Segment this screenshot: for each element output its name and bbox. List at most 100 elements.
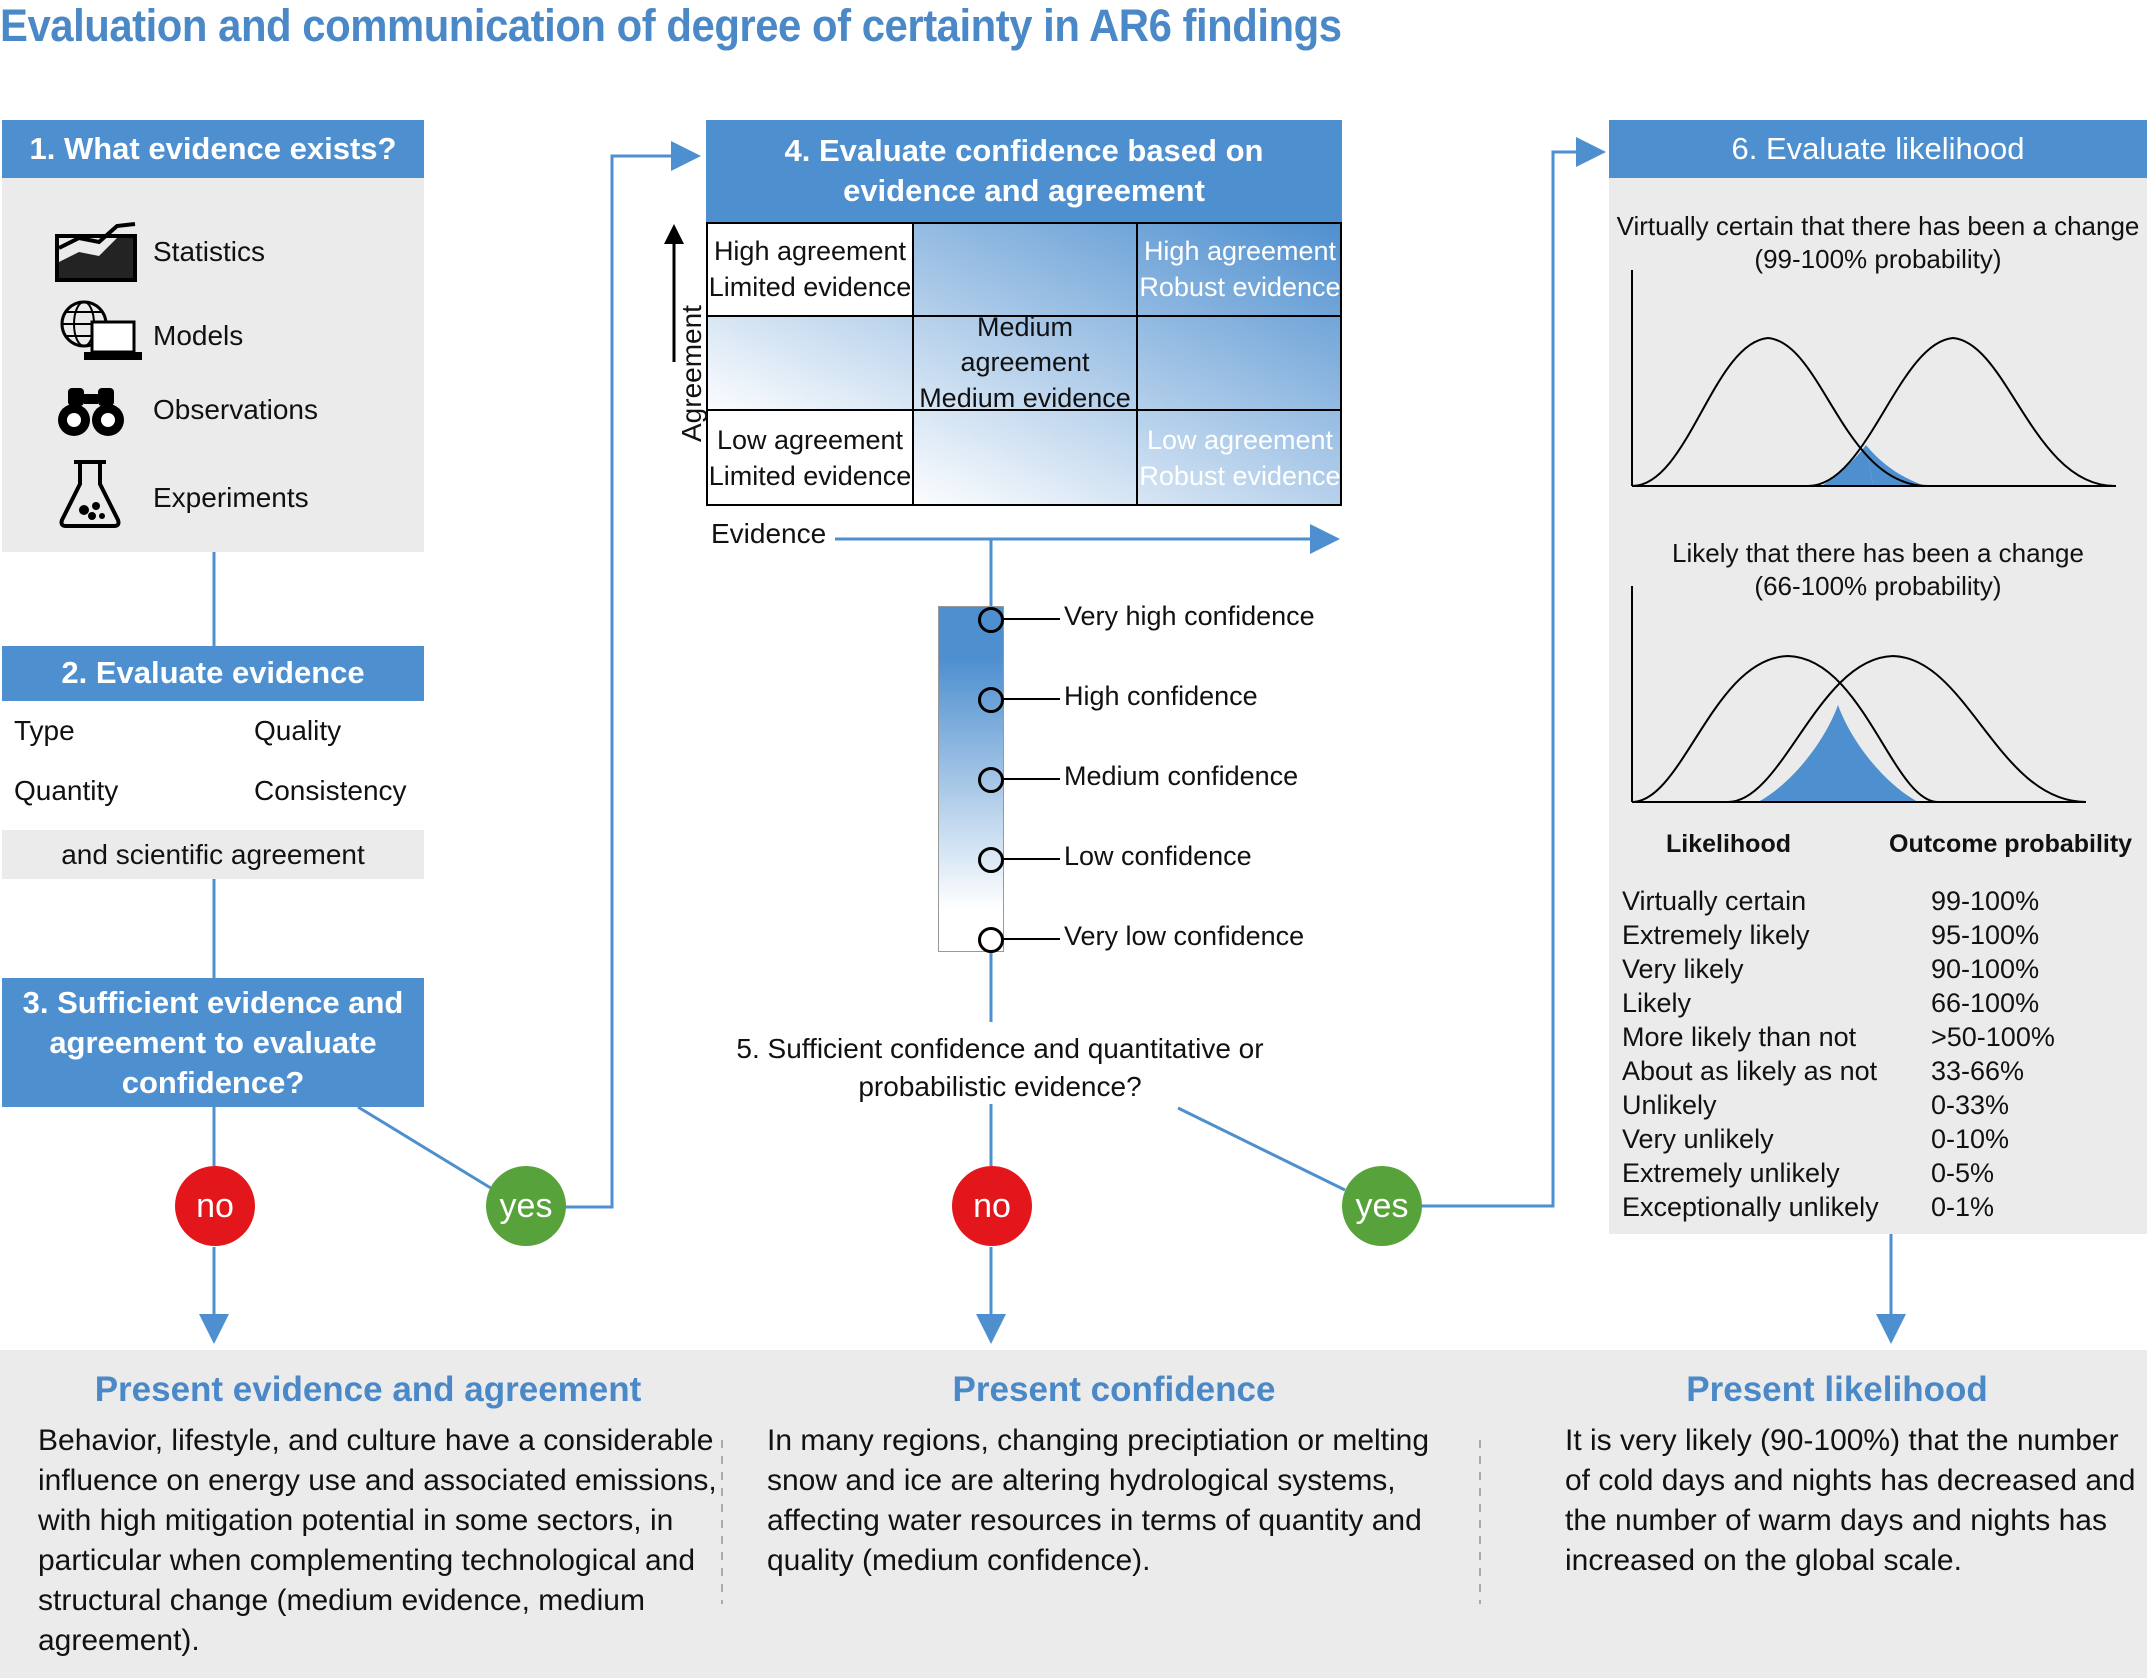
cell-top-right-line1: High agreement: [1143, 236, 1337, 267]
step4-line1: 4. Evaluate confidence based on: [784, 133, 1264, 168]
cell-top-left-line2: Limited evidence: [708, 271, 912, 302]
cell-middle-line1: Medium agreement: [960, 312, 1090, 378]
confidence-scale-bar: [938, 606, 1004, 952]
paragraph-line: structural change (medium evidence, medi…: [38, 1584, 645, 1617]
models-label: Models: [153, 320, 244, 351]
likelihood-probability: 99-100%: [1931, 886, 2040, 916]
agreement-evidence-matrix: High agreement Limited evidence High agr…: [706, 222, 1342, 506]
paragraph-line: In many regions, changing preciptiation …: [767, 1424, 1430, 1457]
step6-header: 6. Evaluate likelihood: [1609, 120, 2147, 178]
cell-top-middle: [914, 224, 1138, 317]
cell-top-left: High agreement Limited evidence: [708, 224, 914, 317]
paragraph-line: particular when complementing technologi…: [38, 1544, 696, 1577]
likelihood-probability: 0-10%: [1931, 1124, 2010, 1154]
step1-header: 1. What evidence exists?: [2, 120, 424, 178]
paragraph-line: increased on the global scale.: [1565, 1544, 1962, 1577]
binoculars-icon: [58, 388, 124, 436]
present-evidence-text: Behavior, lifestyle, and culture have a …: [38, 1421, 717, 1661]
paragraph-line: the number of warm days and nights has: [1565, 1504, 2107, 1537]
scientific-agreement-row: and scientific agreement: [2, 830, 424, 879]
plot2-caption: Likely that there has been a change (66-…: [1609, 537, 2147, 603]
plot1-caption-line1: Virtually certain that there has been a …: [1616, 211, 2140, 241]
probability-column-header: Outcome probability: [1889, 830, 2133, 858]
paragraph-line: It is very likely (90-100%) that the num…: [1565, 1424, 2119, 1457]
likelihood-term: Extremely unlikely: [1622, 1158, 1840, 1188]
plot1-caption-line2: (99-100% probability): [1754, 244, 2002, 274]
evidence-consistency: Consistency: [254, 775, 407, 806]
likelihood-term: Exceptionally unlikely: [1622, 1192, 1879, 1222]
confidence-level-tick: [1004, 938, 1060, 940]
step5-line1: 5. Sufficient confidence and quantitativ…: [736, 1033, 1264, 1064]
likelihood-term: Very unlikely: [1622, 1124, 1774, 1154]
statistics-chart-icon: [55, 222, 137, 282]
likelihood-term: Very likely: [1622, 954, 1744, 984]
step4-line2: evidence and agreement: [843, 173, 1205, 208]
step3-header: 3. Sufficient evidence and agreement to …: [2, 978, 424, 1107]
likelihood-term: Unlikely: [1622, 1090, 1717, 1120]
present-evidence-heading: Present evidence and agreement: [94, 1370, 642, 1409]
confidence-level-label: High confidence: [1064, 681, 1258, 711]
flask-icon: [59, 460, 121, 528]
confidence-level-tick: [1004, 618, 1060, 620]
confidence-level-marker: [978, 767, 1004, 793]
likelihood-term: About as likely as not: [1622, 1056, 1878, 1086]
step3-line3: confidence?: [121, 1064, 305, 1100]
step5-line2: probabilistic evidence?: [858, 1071, 1142, 1102]
paragraph-line: affecting water resources in terms of qu…: [767, 1504, 1422, 1537]
virtually-certain-distribution-plot: [1631, 270, 2116, 487]
paragraph-line: influence on energy use and associated e…: [38, 1464, 717, 1497]
confidence-level-label: Very high confidence: [1064, 601, 1315, 631]
step5-question: 5. Sufficient confidence and quantitativ…: [700, 1030, 1300, 1106]
likelihood-term: Extremely likely: [1622, 920, 1810, 950]
likelihood-probability: 0-33%: [1931, 1090, 2010, 1120]
cell-bottom-right-line1: Low agreement: [1146, 425, 1334, 456]
likelihood-probability: 95-100%: [1931, 920, 2040, 950]
page-title: Evaluation and communication of degree o…: [0, 0, 1342, 51]
paragraph-line: agreement).: [38, 1624, 200, 1657]
step3-yes-badge: yes: [486, 1166, 566, 1246]
plot2-caption-line2: (66-100% probability): [1754, 571, 2002, 601]
confidence-level-marker: [978, 687, 1004, 713]
cell-bottom-left-line2: Limited evidence: [708, 460, 912, 491]
present-confidence-heading: Present confidence: [952, 1370, 1276, 1409]
evidence-quality: Quality: [254, 715, 342, 746]
evidence-axis-label: Evidence: [711, 518, 827, 549]
likelihood-probability: 90-100%: [1931, 954, 2040, 984]
cell-bottom-right-line2: Robust evidence: [1139, 460, 1341, 491]
likelihood-probability: 66-100%: [1931, 988, 2040, 1018]
plot1-caption: Virtually certain that there has been a …: [1609, 210, 2147, 276]
paragraph-line: of cold days and nights has decreased an…: [1565, 1464, 2136, 1497]
step4-header: 4. Evaluate confidence based on evidence…: [706, 120, 1342, 222]
likelihood-probability: 33-66%: [1931, 1056, 2025, 1086]
step3-line1: 3. Sufficient evidence and: [22, 984, 404, 1020]
globe-laptop-icon: [60, 300, 142, 360]
likelihood-panel: [1609, 178, 2147, 1234]
plot2-caption-line1: Likely that there has been a change: [1672, 538, 2084, 568]
statistics-label: Statistics: [153, 236, 266, 267]
present-confidence-text: In many regions, changing preciptiation …: [767, 1421, 1429, 1581]
cell-bottom-left: Low agreement Limited evidence: [708, 411, 914, 504]
experiments-label: Experiments: [153, 482, 309, 513]
likelihood-probability: 0-5%: [1931, 1158, 1995, 1188]
cell-bottom-right: Low agreement Robust evidence: [1138, 411, 1341, 504]
present-likelihood-heading: Present likelihood: [1686, 1370, 1988, 1409]
likelihood-term: Likely: [1622, 988, 1692, 1018]
evidence-type: Type: [14, 715, 75, 746]
observations-label: Observations: [153, 394, 318, 425]
step3-no-badge: no: [175, 1166, 255, 1246]
cell-middle-right: [1138, 317, 1340, 411]
likelihood-term: Virtually certain: [1622, 886, 1807, 916]
confidence-level-tick: [1004, 858, 1060, 860]
cell-top-right-line2: Robust evidence: [1139, 271, 1341, 302]
cell-middle-middle: Medium agreement Medium evidence: [914, 312, 1138, 413]
confidence-level-marker: [978, 607, 1004, 633]
cell-bottom-middle: [914, 411, 1138, 504]
cell-middle-line2: Medium evidence: [919, 382, 1131, 413]
paragraph-line: Behavior, lifestyle, and culture have a …: [38, 1424, 714, 1457]
paragraph-line: quality (medium confidence).: [767, 1544, 1151, 1577]
confidence-level-marker: [978, 847, 1004, 873]
present-likelihood-text: It is very likely (90-100%) that the num…: [1565, 1421, 2135, 1581]
confidence-level-label: Low confidence: [1064, 841, 1252, 871]
